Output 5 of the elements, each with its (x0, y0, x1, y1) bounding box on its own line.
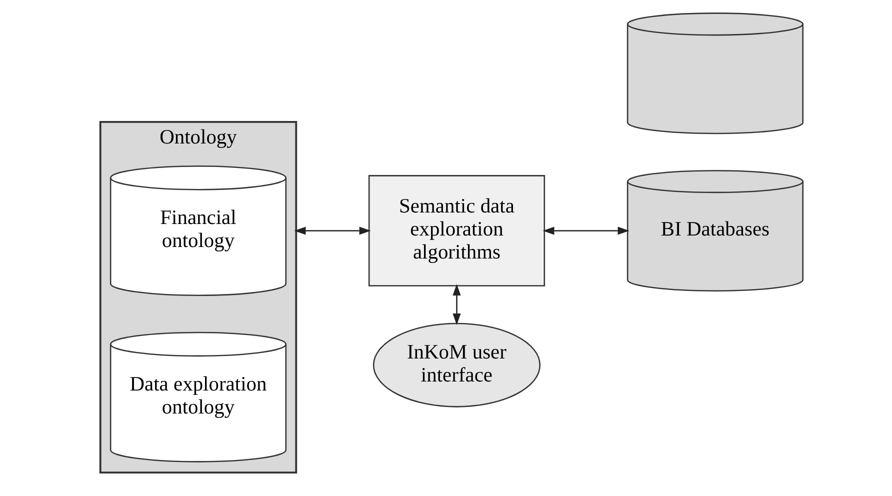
node-box: Semantic data exploration algorithms (368, 175, 545, 286)
node-ellipse: InKoM user interface (372, 322, 540, 408)
arrow (294, 226, 370, 235)
arrow (452, 284, 460, 326)
arrow (542, 226, 629, 235)
